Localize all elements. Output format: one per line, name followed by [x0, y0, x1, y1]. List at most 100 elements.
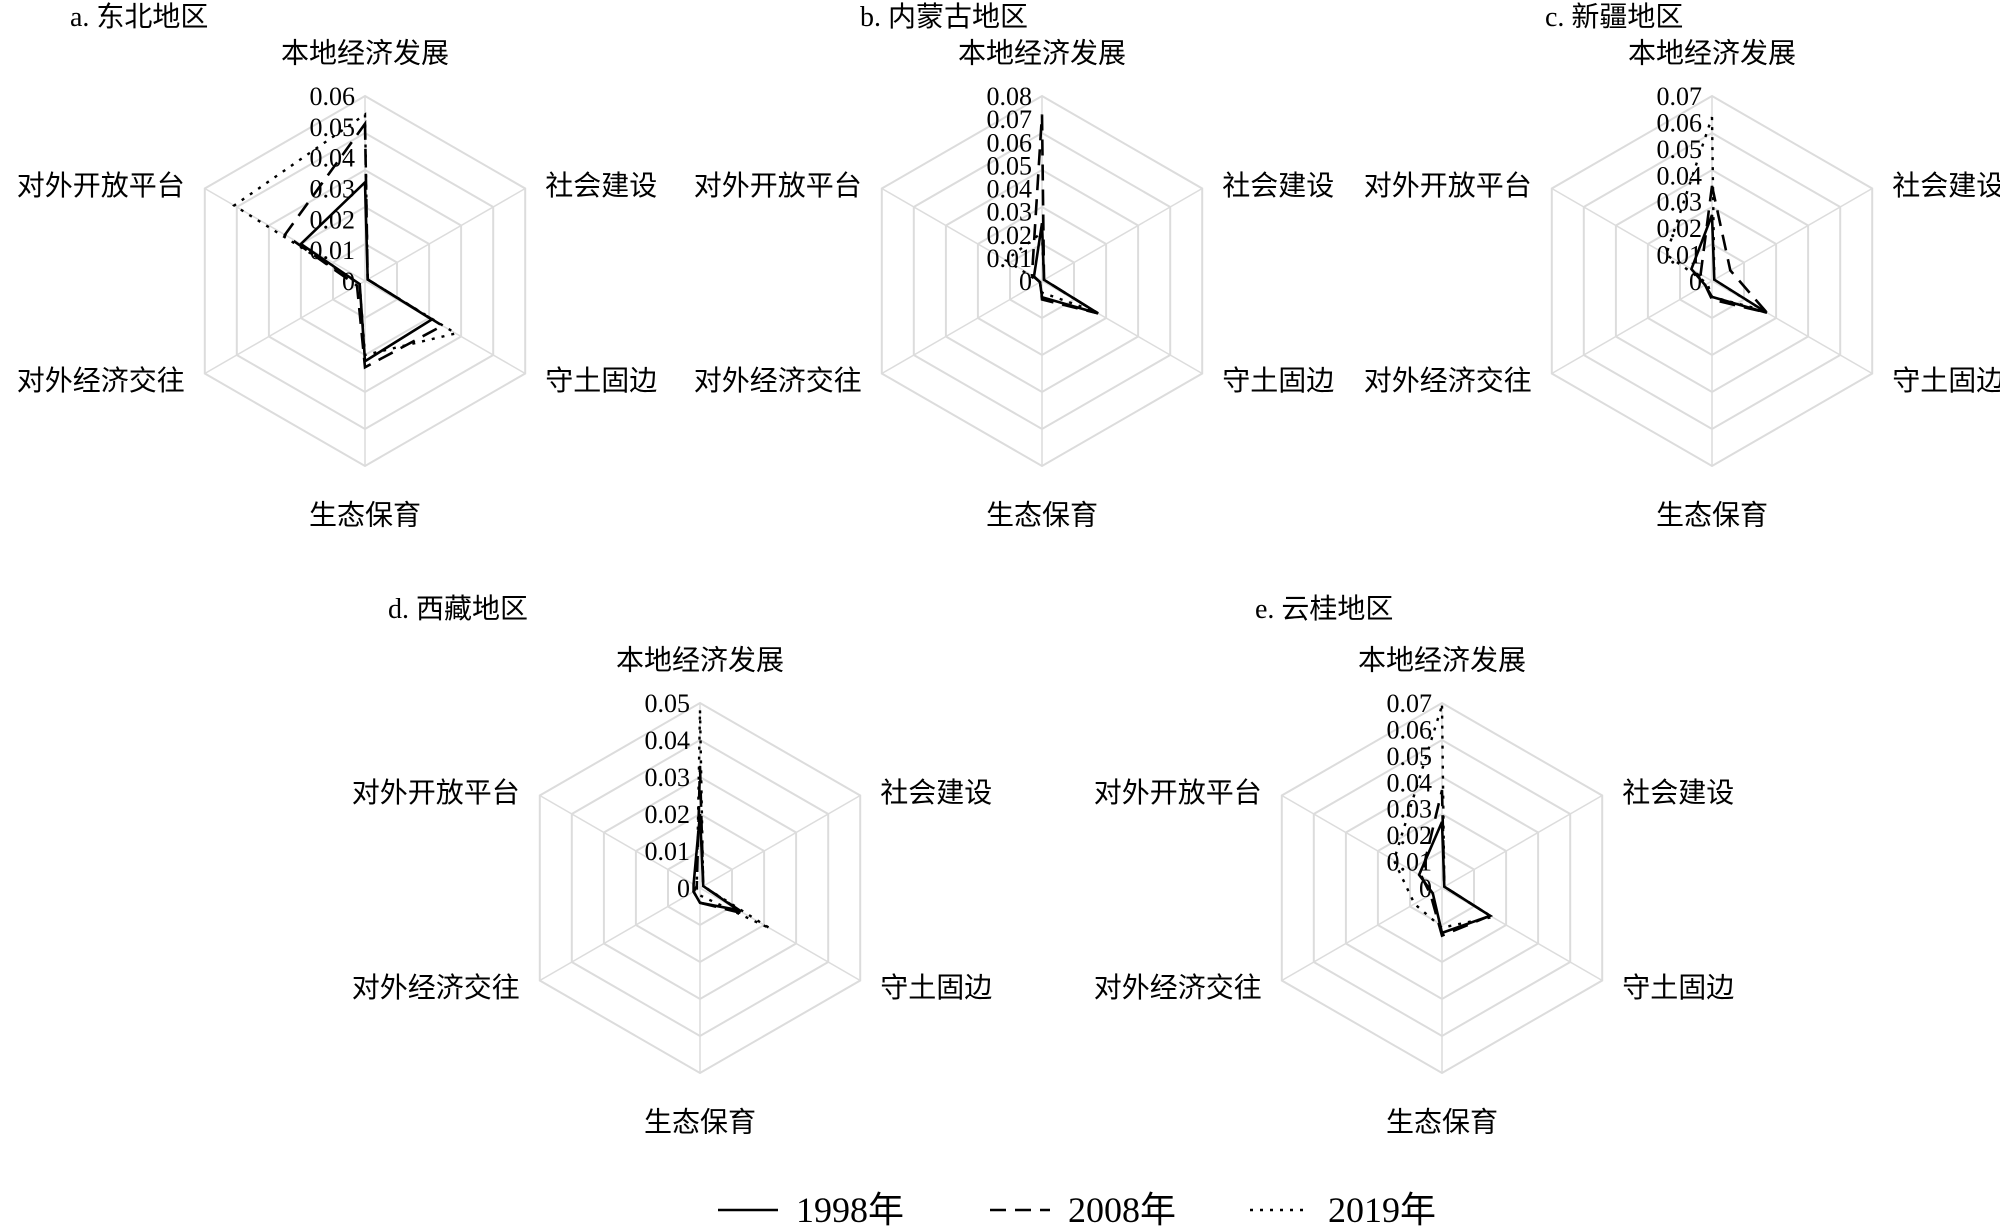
series-line-2 [283, 119, 445, 370]
panel-title: c. 新疆地区 [1545, 1, 1683, 33]
axis-spoke [364, 187, 526, 282]
axis-label: 本地经济发展 [1628, 37, 1796, 69]
tick-label: 0.06 [1387, 715, 1433, 744]
axis-spoke [1551, 280, 1713, 375]
tick-label: 0.07 [1657, 82, 1703, 111]
tick-label: 0.04 [1657, 161, 1703, 190]
axis-spoke [539, 794, 701, 889]
tick-label: 0.06 [987, 128, 1033, 157]
axis-label: 社会建设 [880, 777, 992, 809]
tick-label: 0.01 [1657, 241, 1703, 270]
legend: 1998年 2008年 2019年 [718, 1190, 1436, 1230]
tick-label: 0.01 [310, 236, 356, 265]
tick-label: 0.05 [645, 689, 691, 718]
tick-label: 0.08 [987, 82, 1033, 111]
tick-label: 0 [1019, 267, 1032, 296]
radar-panel-3: c. 新疆地区本地经济发展社会建设守土固边生态保育对外经济交往对外开放平台00.… [1364, 1, 2000, 531]
panel-title: b. 内蒙古地区 [860, 1, 1028, 33]
tick-label: 0.06 [1657, 108, 1703, 137]
series-line-2 [1699, 185, 1771, 315]
tick-label: 0.05 [1657, 135, 1703, 164]
radar-panel-1: a. 东北地区本地经济发展社会建设守土固边生态保育对外经济交往对外开放平台00.… [17, 1, 657, 531]
axis-spoke [1551, 187, 1713, 282]
legend-label: 2019年 [1328, 1190, 1436, 1226]
tick-label: 0.02 [645, 800, 691, 829]
axis-spoke [1711, 187, 1873, 282]
series-line-2 [1420, 789, 1493, 938]
axis-label: 社会建设 [1222, 170, 1334, 202]
axis-spoke [539, 887, 701, 982]
axis-spoke [204, 280, 366, 375]
axis-label: 对外开放平台 [17, 170, 185, 202]
panel-title: a. 东北地区 [70, 1, 208, 33]
axis-spoke [1041, 187, 1203, 282]
axis-label: 守土固边 [1222, 365, 1334, 397]
series-line-2 [692, 765, 746, 916]
tick-label: 0.01 [645, 837, 691, 866]
axis-label: 社会建设 [1622, 777, 1734, 809]
tick-label: 0.06 [310, 82, 356, 111]
axis-spoke [881, 280, 1043, 375]
series-line-3 [1392, 705, 1496, 929]
axis-spoke [1441, 794, 1603, 889]
axis-label: 对外经济交往 [1094, 972, 1262, 1004]
panel-title: d. 西藏地区 [388, 593, 528, 625]
axis-label: 生态保育 [309, 499, 421, 531]
tick-label: 0.03 [1387, 795, 1433, 824]
series-line-3 [1664, 116, 1764, 312]
tick-label: 0.04 [645, 726, 691, 755]
tick-label: 0.04 [1387, 768, 1433, 797]
tick-label: 0.05 [987, 151, 1033, 180]
axis-label: 守土固边 [1622, 972, 1734, 1004]
series-line-3 [232, 112, 459, 357]
axis-label: 对外开放平台 [694, 170, 862, 202]
axis-label: 对外开放平台 [1364, 170, 1532, 202]
axis-spoke [699, 794, 861, 889]
legend-label: 2008年 [1068, 1190, 1176, 1226]
axis-label: 生态保育 [1656, 499, 1768, 531]
tick-label: 0.07 [987, 105, 1033, 134]
tick-label: 0.07 [1387, 689, 1433, 718]
axis-spoke [1711, 280, 1873, 375]
axis-spoke [1281, 887, 1443, 982]
axis-label: 对外经济交往 [352, 972, 520, 1004]
tick-label: 0.02 [1657, 214, 1703, 243]
axis-label: 本地经济发展 [958, 37, 1126, 69]
tick-label: 0.05 [1387, 742, 1433, 771]
tick-label: 0 [677, 874, 690, 903]
tick-label: 0.02 [987, 221, 1033, 250]
axis-label: 对外经济交往 [1364, 365, 1532, 397]
series-line-1 [692, 813, 740, 912]
tick-label: 0 [1419, 874, 1432, 903]
axis-spoke [1281, 794, 1443, 889]
tick-label: 0.03 [987, 198, 1033, 227]
tick-label: 0 [342, 267, 355, 296]
axis-label: 对外经济交往 [694, 365, 862, 397]
tick-label: 0 [1689, 267, 1702, 296]
axis-label: 对外开放平台 [352, 777, 520, 809]
tick-label: 0.03 [645, 763, 691, 792]
axis-label: 生态保育 [1386, 1106, 1498, 1138]
radar-panel-2: b. 内蒙古地区本地经济发展社会建设守土固边生态保育对外经济交往对外开放平台00… [694, 1, 1334, 531]
axis-label: 生态保育 [644, 1106, 756, 1138]
legend-label: 1998年 [796, 1190, 904, 1226]
panel-title: e. 云桂地区 [1255, 593, 1393, 625]
tick-label: 0.04 [987, 175, 1033, 204]
axis-label: 社会建设 [545, 170, 657, 202]
axis-label: 守土固边 [545, 365, 657, 397]
axis-label: 生态保育 [986, 499, 1098, 531]
axis-label: 守土固边 [880, 972, 992, 1004]
axis-label: 守土固边 [1892, 365, 2000, 397]
axis-spoke [364, 280, 526, 375]
axis-label: 对外经济交往 [17, 365, 185, 397]
axis-label: 本地经济发展 [1358, 644, 1526, 676]
axis-label: 本地经济发展 [616, 644, 784, 676]
series-line-3 [1003, 230, 1095, 313]
tick-label: 0.01 [987, 244, 1033, 273]
axis-label: 社会建设 [1892, 170, 2000, 202]
axis-label: 对外开放平台 [1094, 777, 1262, 809]
